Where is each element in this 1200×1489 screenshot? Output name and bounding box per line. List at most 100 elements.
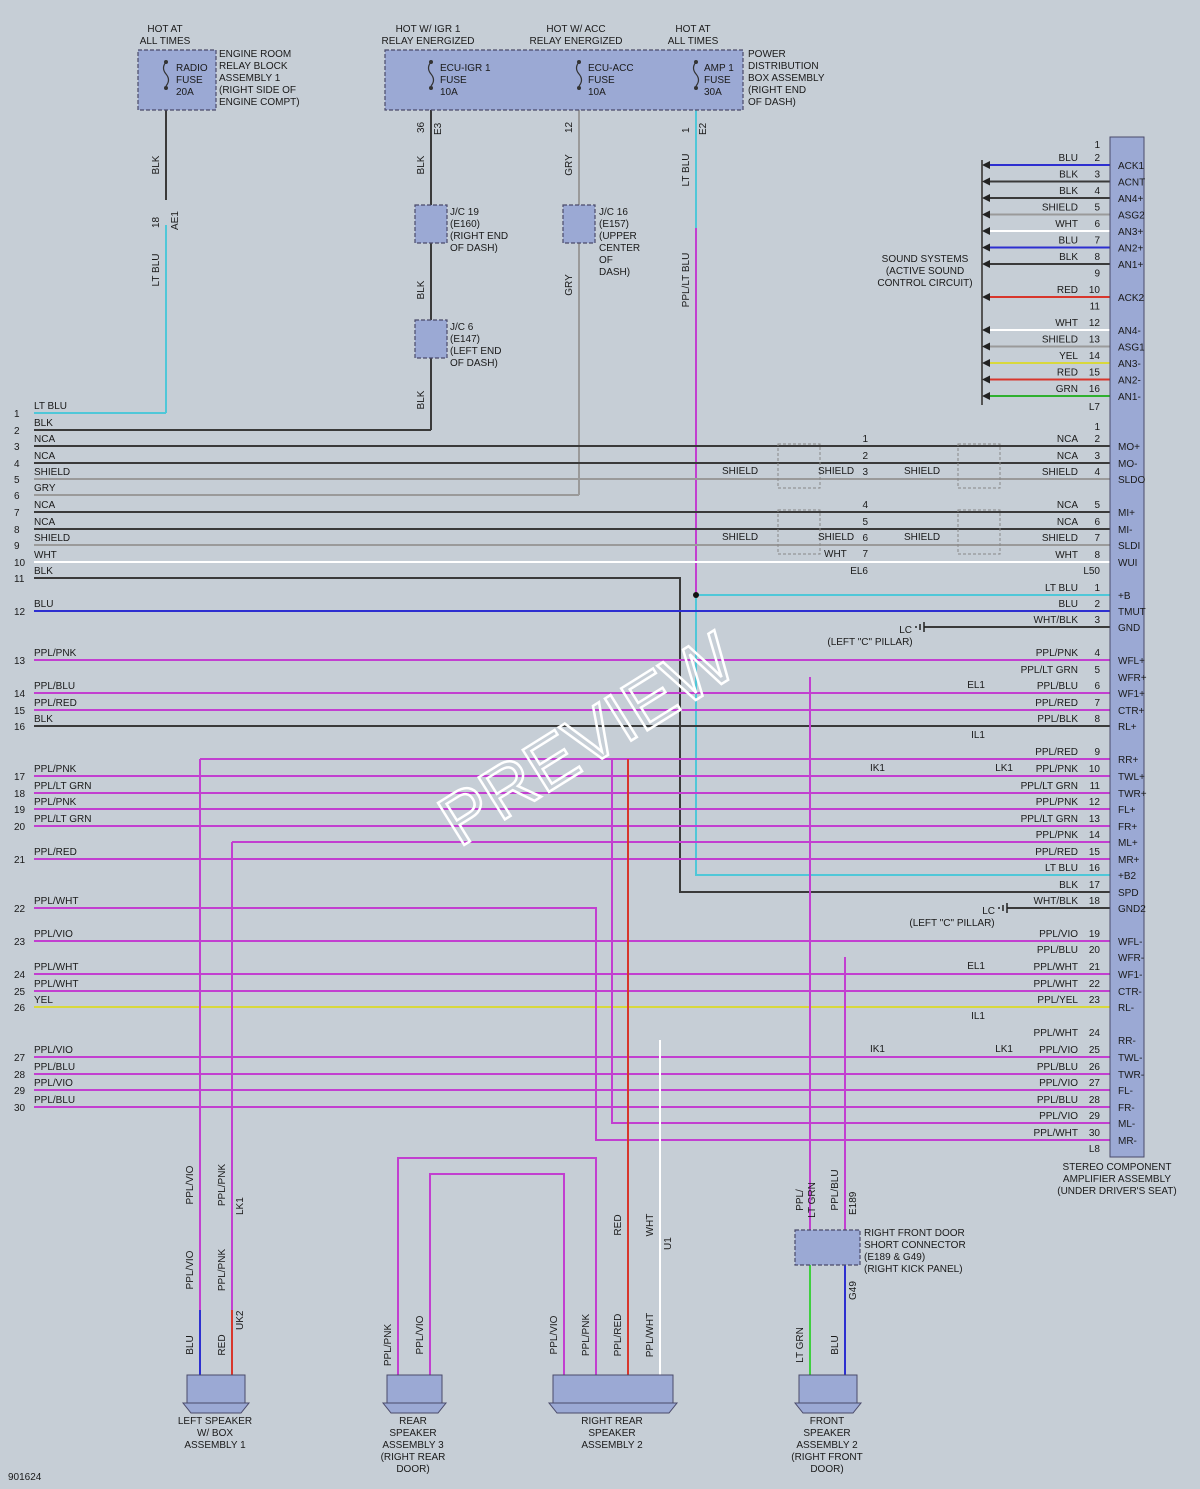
l8-sig: SPD [1118, 888, 1139, 899]
l7-sig: AN4- [1118, 326, 1141, 337]
fuse-node [164, 86, 168, 90]
shield-label: SHIELD [904, 532, 940, 543]
lc-pillar-label: (LEFT "C" PILLAR) [827, 637, 912, 648]
conn-lk1-v: LK1 [235, 1197, 246, 1215]
left-speaker-1-base [181, 1402, 251, 1414]
line-number: 18 [14, 789, 26, 800]
pin-18: 18 [151, 216, 162, 228]
l8-color: PPL/LT GRN [1021, 814, 1078, 825]
line-number: 11 [14, 574, 25, 585]
shield-box [957, 443, 1001, 489]
l8-color: PPL/VIO [1039, 929, 1078, 940]
wire-label-ltblu-amp: LT BLU [681, 154, 692, 187]
l8-color: PPL/BLU [1037, 1095, 1078, 1106]
engine-room-relay-block [137, 49, 217, 111]
l50-sig: SLDO [1118, 475, 1145, 486]
rear-speaker-3-base [381, 1402, 448, 1414]
l7-pin: 13 [1089, 335, 1101, 346]
wht-label: WHT [824, 549, 847, 560]
l7-pin: 9 [1094, 269, 1100, 280]
l8-sig: TMUT [1118, 607, 1146, 618]
l7-pin: 7 [1094, 236, 1100, 247]
line-label: PPL/LT GRN [34, 781, 91, 792]
line-number: 22 [14, 904, 26, 915]
l8-color: PPL/WHT [1034, 962, 1078, 973]
l7-arrow [982, 260, 990, 268]
line-label: PPL/VIO [34, 1045, 73, 1056]
line-label: BLK [34, 714, 53, 725]
fuse-node [429, 60, 433, 64]
l8-sig: TWL+ [1118, 772, 1145, 783]
conn-lk1-2: LK1 [995, 1044, 1013, 1055]
l7-pin: 5 [1094, 203, 1100, 214]
jc19-box [414, 204, 448, 244]
l7-color: GRN [1056, 384, 1078, 395]
line-number: 4 [14, 459, 20, 470]
l8-sig: +B2 [1118, 871, 1137, 882]
l8-color: PPL/BLK [1037, 714, 1078, 725]
line-number: 7 [14, 508, 20, 519]
el6-pin: 6 [862, 533, 868, 544]
wire-label: PPL/LT GRN [795, 1182, 818, 1218]
l7-color: BLK [1059, 186, 1078, 197]
l8-sig: GND2 [1118, 904, 1146, 915]
line-number: 5 [14, 475, 20, 486]
l8-color: PPL/VIO [1039, 1078, 1078, 1089]
l8-pin: 4 [1094, 648, 1100, 659]
line-label: PPL/VIO [34, 1078, 73, 1089]
jc16-box [562, 204, 596, 244]
l8-sig: TWR- [1118, 1070, 1144, 1081]
line-label: NCA [34, 517, 55, 528]
l7-pin: 16 [1089, 384, 1101, 395]
line-number: 1 [14, 409, 20, 420]
line-number: 20 [14, 822, 26, 833]
wires-layer [34, 110, 1110, 1390]
l8-color: PPL/WHT [1034, 1028, 1078, 1039]
l7-arrow [982, 227, 990, 235]
l8-pin: 7 [1094, 698, 1100, 709]
l8-sig: RR- [1118, 1036, 1136, 1047]
wire-label: PPL/VIO [185, 1250, 196, 1289]
wire-line22 [34, 907, 1110, 1141]
l8-sig: WFL+ [1118, 656, 1145, 667]
l7-pin: 8 [1094, 252, 1100, 263]
conn-el1: EL1 [967, 680, 985, 691]
l8-color: PPL/BLU [1037, 945, 1078, 956]
l8-sig: FL+ [1118, 805, 1136, 816]
conn-ik1: IK1 [870, 763, 885, 774]
l8-pin: 22 [1089, 979, 1101, 990]
line-label: LT BLU [34, 401, 67, 412]
l7-arrow [982, 177, 990, 186]
l50-color: NCA [1057, 500, 1078, 511]
l8-pin: 24 [1089, 1028, 1101, 1039]
line-number: 28 [14, 1070, 26, 1081]
l8-color: PPL/RED [1035, 698, 1078, 709]
l7-pin: 11 [1090, 302, 1101, 313]
el6-pin: 7 [862, 549, 868, 560]
l8-color: PPL/VIO [1039, 1045, 1078, 1056]
shield-box [777, 443, 821, 489]
line-label: BLU [34, 599, 53, 610]
l7-color: WHT [1055, 318, 1078, 329]
power-distribution-box [384, 49, 744, 111]
line-label: PPL/PNK [34, 764, 77, 775]
l8-pin: 12 [1089, 797, 1101, 808]
l8-sig: FR+ [1118, 822, 1137, 833]
wire-label: LT GRN [795, 1327, 806, 1363]
l7-color: YEL [1059, 351, 1078, 362]
fuse-symbol [692, 61, 700, 87]
l8-pin: 27 [1089, 1078, 1101, 1089]
pin-12: 12 [564, 121, 575, 133]
line-label: BLK [34, 566, 53, 577]
l8-pin: 18 [1089, 896, 1101, 907]
line-number: 13 [14, 656, 26, 667]
